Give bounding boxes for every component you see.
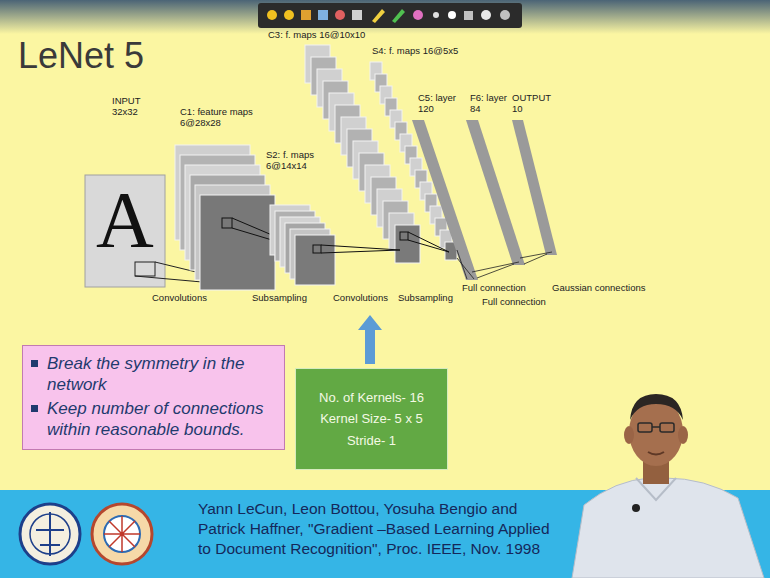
connection-lines (477, 264, 514, 278)
c3-receptive-field (408, 240, 449, 252)
layer-label: S2: f. maps 6@14x14 (266, 150, 316, 172)
institute-logo (92, 504, 152, 564)
toolbar (267, 10, 277, 20)
dense-layers (412, 120, 557, 280)
c3-receptive-field (400, 232, 449, 252)
toolbar (481, 10, 491, 20)
presenter (648, 452, 664, 455)
operation-label: Subsampling (398, 293, 453, 304)
presenter (636, 478, 676, 500)
layer-label: C3: f. maps 16@10x10 (268, 30, 398, 41)
presenter (572, 478, 764, 578)
s4-feature-maps (370, 62, 457, 260)
toolbar (335, 10, 345, 20)
operation-label: Full connection (462, 283, 526, 294)
toolbar (301, 10, 311, 20)
presenter (652, 426, 660, 428)
citation-text: Yann LeCun, Leon Bottou, Yosuha Bengio a… (198, 499, 562, 559)
connection-lines (457, 258, 474, 279)
connection-lines (472, 262, 519, 272)
presenter (678, 426, 688, 444)
toolbar (258, 3, 522, 28)
s2-feature-maps (295, 235, 335, 285)
toolbar (372, 9, 385, 23)
c3-receptive-field (408, 232, 449, 252)
dense-layers (466, 120, 525, 265)
layer-label: C1: feature maps 6@28x28 (180, 107, 255, 129)
s2-receptive-field (313, 245, 400, 253)
connection-lines (520, 252, 552, 258)
dense-layers (512, 120, 557, 255)
c3-feature-maps (395, 225, 420, 263)
toolbar (448, 11, 456, 19)
presenter (632, 504, 640, 512)
layer-label: S4: f. maps 16@5x5 (372, 46, 482, 57)
toolbar (413, 10, 423, 20)
bullet-mark (31, 405, 38, 412)
bullet-text: Keep number of connections within reason… (47, 398, 276, 440)
parameter-text: Stride- 1 (347, 430, 396, 451)
presenter (572, 394, 764, 578)
bullet-text: Break the symmetry in the network (47, 353, 276, 395)
note-box: Break the symmetry in the networkKeep nu… (22, 345, 285, 450)
pointer-arrow (358, 315, 382, 364)
s2-receptive-field (313, 245, 321, 253)
toolbar (284, 10, 294, 20)
toolbar (352, 10, 362, 20)
bullet-item: Keep number of connections within reason… (31, 398, 276, 440)
dense-layers (412, 120, 478, 280)
slide-title: LeNet 5 (18, 36, 144, 76)
bullet-mark (31, 360, 38, 367)
toolbar (318, 10, 328, 20)
pointer-arrow (365, 328, 375, 364)
c1-receptive-field (222, 218, 232, 228)
layer-label: INPUT 32x32 (112, 96, 152, 118)
institute-logo (20, 504, 152, 564)
toolbar (500, 10, 510, 20)
slide-background (0, 0, 770, 34)
presenter (630, 394, 683, 420)
presenter (660, 423, 674, 432)
citation-band: Yann LeCun, Leon Bottou, Yosuha Bengio a… (175, 490, 570, 578)
s2-receptive-field (321, 245, 400, 250)
parameter-text: Kernel Size- 5 x 5 (320, 408, 423, 429)
institute-logo (36, 512, 64, 556)
presenter (624, 426, 634, 444)
parameter-text: No. of Kernels- 16 (319, 387, 424, 408)
operation-label: Gaussian connections (552, 283, 645, 294)
c1-feature-maps (200, 195, 275, 290)
layer-label: OUTPUT 10 (512, 93, 552, 115)
s2-receptive-field (321, 250, 400, 253)
bullet-item: Break the symmetry in the network (31, 353, 276, 395)
presenter (638, 423, 652, 432)
layer-label: F6: layer 84 (470, 93, 512, 115)
layer-label: C5: layer 120 (418, 93, 460, 115)
toolbar (392, 9, 405, 23)
operation-label: Full connection (482, 297, 546, 308)
institute-logo (20, 504, 80, 564)
input-image (135, 262, 155, 276)
input-glyph: A (96, 180, 166, 260)
operation-label: Convolutions (333, 293, 388, 304)
parameter-box: No. of Kernels- 16Kernel Size- 5 x 5Stri… (295, 368, 448, 470)
operation-label: Convolutions (152, 293, 207, 304)
c3-receptive-field (400, 232, 408, 240)
institute-logo (104, 516, 140, 552)
toolbar (464, 11, 473, 20)
pointer-arrow (358, 315, 382, 330)
institute-logo (104, 516, 140, 552)
c1-feature-maps (175, 145, 275, 290)
toolbar (258, 3, 522, 28)
connection-lines (457, 250, 552, 279)
operation-label: Subsampling (252, 293, 307, 304)
input-image (85, 175, 165, 287)
toolbar (433, 12, 439, 18)
c3-feature-maps (305, 45, 420, 263)
